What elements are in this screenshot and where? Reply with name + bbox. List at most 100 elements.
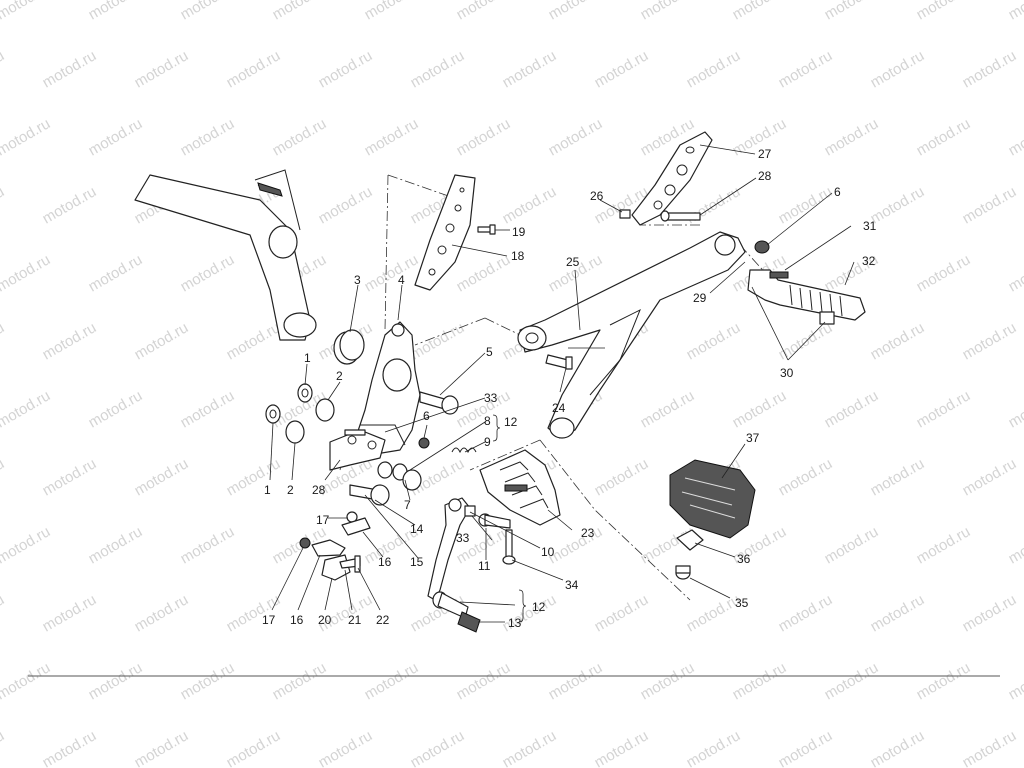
callout-29: 29 — [693, 291, 707, 305]
callout-13: 13 — [508, 616, 522, 630]
shift-peg-13 — [432, 591, 481, 633]
bolt-34 — [502, 529, 516, 565]
callout-1b: 1 — [264, 483, 271, 497]
watermark-text: motod.ru — [914, 659, 974, 703]
callout-3: 3 — [354, 273, 361, 287]
watermark-text: motod.ru — [362, 0, 422, 23]
watermark-text: motod.ru — [40, 319, 100, 363]
watermark-text: motod.ru — [960, 455, 1020, 499]
callout-2b: 2 — [287, 483, 294, 497]
bushing-3 — [333, 329, 365, 365]
callout-33b: 33 — [456, 531, 470, 545]
callout-2a: 2 — [336, 369, 343, 383]
watermark-text: motod.ru — [638, 387, 698, 431]
watermark-text: motod.ru — [546, 0, 606, 23]
watermark-text: motod.ru — [316, 727, 376, 768]
watermark-text: motod.ru — [86, 387, 146, 431]
watermark-text: motod.ru — [822, 387, 882, 431]
watermark-text: motod.ru — [0, 659, 53, 703]
watermark-text: motod.ru — [500, 47, 560, 91]
watermark-text: motod.ru — [316, 183, 376, 227]
callout-30: 30 — [780, 366, 794, 380]
heel-plate-right — [631, 131, 713, 226]
watermark-text: motod.ru — [592, 455, 652, 499]
watermark-text: motod.ru — [40, 455, 100, 499]
gear-lever — [427, 497, 471, 601]
watermark-text: motod.ru — [684, 183, 744, 227]
watermark-text: motod.ru — [86, 115, 146, 159]
callout-14: 14 — [410, 522, 424, 536]
watermark-text: motod.ru — [224, 455, 284, 499]
watermark-text: motod.ru — [178, 115, 238, 159]
watermark-text: motod.ru — [178, 523, 238, 567]
pin-28-right — [660, 210, 701, 222]
bolt-26 — [619, 209, 631, 219]
watermark-text: motod.ru — [316, 47, 376, 91]
bolt-11 — [478, 513, 511, 529]
callout-19: 19 — [512, 225, 526, 239]
watermark-text: motod.ru — [454, 659, 514, 703]
watermark-text: motod.ru — [500, 183, 560, 227]
watermark-text: motod.ru — [684, 727, 744, 768]
watermark-text: motod.ru — [638, 0, 698, 23]
callout-4: 4 — [398, 273, 405, 287]
nut-6-left — [418, 437, 430, 449]
watermark-text: motod.ru — [638, 659, 698, 703]
watermark-text: motod.ru — [868, 727, 928, 768]
callout-9: 9 — [484, 435, 491, 449]
watermark-text: motod.ru — [1006, 115, 1024, 159]
watermark-text: motod.ru — [0, 183, 7, 227]
watermark-text: motod.ru — [178, 387, 238, 431]
watermark-text: motod.ru — [40, 591, 100, 635]
watermark-text: motod.ru — [0, 523, 53, 567]
bolt-24 — [545, 354, 573, 370]
callout-labels: 1 1 2 2 3 4 5 6 6 7 8 9 10 11 12 12 13 1… — [262, 147, 877, 630]
bolt-33-lower — [464, 505, 476, 517]
watermark-text: motod.ru — [362, 115, 422, 159]
watermark-text: motod.ru — [822, 115, 882, 159]
watermark-text: motod.ru — [592, 727, 652, 768]
callout-28b: 28 — [758, 169, 772, 183]
callout-27: 27 — [758, 147, 772, 161]
watermark-text: motod.ru — [822, 659, 882, 703]
callout-6b: 6 — [834, 185, 841, 199]
watermark-text: motod.ru — [960, 47, 1020, 91]
watermark-text: motod.ru — [454, 115, 514, 159]
watermark-text: motod.ru — [868, 47, 928, 91]
group-braces — [492, 414, 527, 623]
callout-11: 11 — [478, 559, 491, 573]
callout-32: 32 — [862, 254, 876, 268]
watermark-text: motod.ru — [868, 591, 928, 635]
callout-35: 35 — [735, 596, 749, 610]
watermark-text: motod.ru — [408, 727, 468, 768]
watermark-text: motod.ru — [0, 251, 53, 295]
pivot-pin-5 — [419, 391, 459, 415]
watermark-text: motod.ru — [362, 251, 422, 295]
callout-28a: 28 — [312, 483, 326, 497]
watermark-text: motod.ru — [546, 115, 606, 159]
watermark-text: motod.ru — [0, 455, 7, 499]
watermark-text: motod.ru — [408, 319, 468, 363]
callout-37: 37 — [746, 431, 760, 445]
spring-9 — [451, 447, 477, 454]
watermark-text: motod.ru — [500, 727, 560, 768]
watermark-text: motod.ru — [0, 47, 7, 91]
callout-26: 26 — [590, 189, 604, 203]
watermark-text: motod.ru — [868, 319, 928, 363]
watermark-text: motod.ru — [822, 523, 882, 567]
watermark-text: motod.ru — [178, 659, 238, 703]
plate-36 — [676, 529, 704, 551]
watermark-text: motod.ru — [546, 659, 606, 703]
callout-8: 8 — [484, 414, 491, 428]
callout-12b: 12 — [532, 600, 546, 614]
leader-lines — [269, 144, 855, 623]
callout-1a: 1 — [304, 351, 311, 365]
watermark-text: motod.ru — [960, 183, 1020, 227]
watermark-text: motod.ru — [454, 251, 514, 295]
rubber-pad-37 — [669, 459, 756, 539]
watermark-text: motod.ru — [86, 0, 146, 23]
watermark-text: motod.ru — [730, 659, 790, 703]
callout-25: 25 — [566, 255, 580, 269]
callout-24: 24 — [552, 401, 566, 415]
